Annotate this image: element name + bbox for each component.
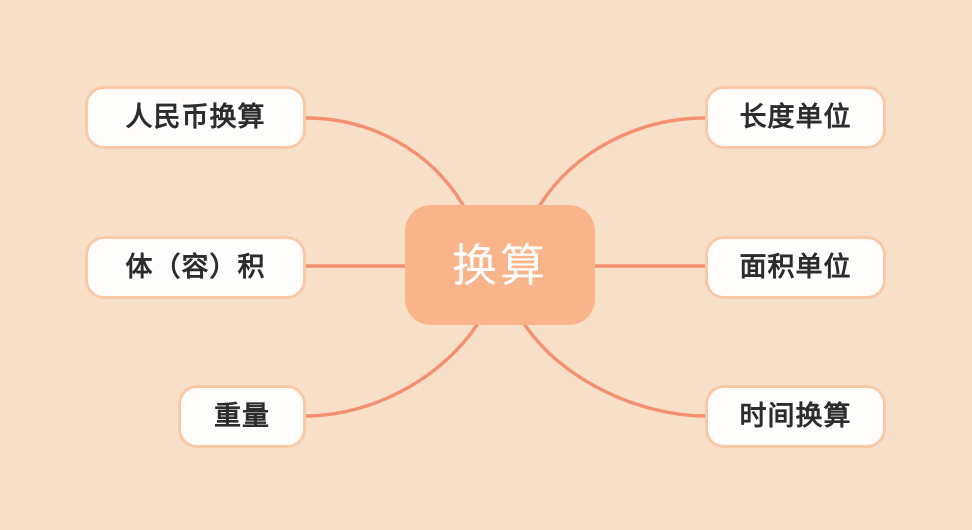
branch-node-time[interactable]: 时间换算 <box>705 385 886 448</box>
branch-node-label: 人民币换算 <box>125 102 266 133</box>
branch-node-label: 重量 <box>214 401 270 432</box>
branch-node-label: 长度单位 <box>739 102 852 133</box>
branch-node-volume[interactable]: 体（容）积 <box>85 236 306 299</box>
branch-node-label: 体（容）积 <box>125 252 266 283</box>
connector-center-to-rmb <box>304 116 465 207</box>
connector-center-to-length <box>538 116 707 207</box>
branch-node-length[interactable]: 长度单位 <box>705 86 886 149</box>
branch-node-area[interactable]: 面积单位 <box>705 236 886 299</box>
center-node-label: 换算 <box>451 238 548 292</box>
connector-center-to-time <box>523 323 707 418</box>
branch-node-weight[interactable]: 重量 <box>178 385 306 448</box>
branch-node-label: 时间换算 <box>739 401 852 432</box>
center-node-conversion[interactable]: 换算 <box>405 205 595 325</box>
branch-node-label: 面积单位 <box>739 252 852 283</box>
branch-node-rmb[interactable]: 人民币换算 <box>85 86 306 149</box>
connector-center-to-weight <box>304 323 479 418</box>
